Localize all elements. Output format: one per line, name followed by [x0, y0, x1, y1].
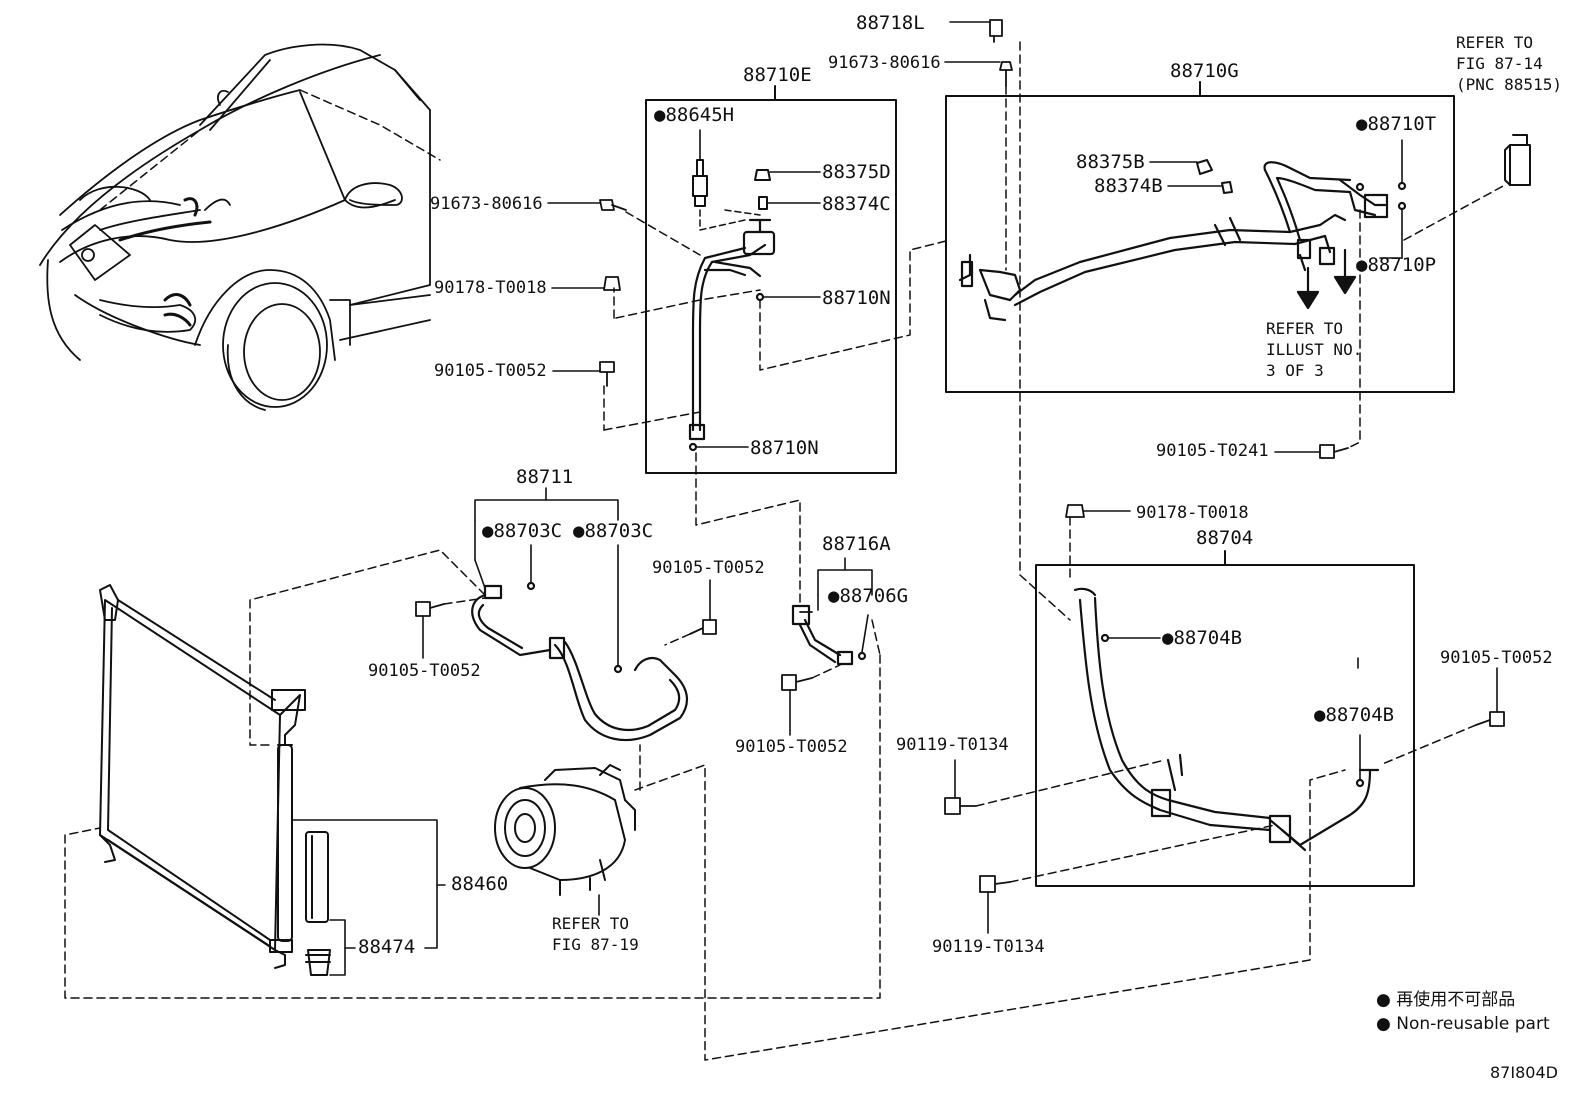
label-88710P: ●88710P	[1356, 254, 1437, 276]
part-88710G-tube	[958, 161, 1407, 322]
part-88645H-switch	[692, 159, 708, 207]
label-88460: 88460	[451, 873, 509, 895]
label-90105-T0241: 90105-T0241	[1156, 441, 1269, 461]
bolt-90105-T0241	[1319, 444, 1349, 459]
label-90105-b: 90105-T0052	[368, 661, 481, 681]
label-88704B-b: ●88704B	[1314, 704, 1395, 726]
label-88711: 88711	[516, 466, 574, 488]
part-88460-condenser	[99, 584, 306, 969]
box-88710E	[645, 99, 897, 474]
label-88704B-a: ●88704B	[1162, 627, 1243, 649]
leader-lines	[291, 21, 1498, 976]
assembly-boxes	[645, 81, 1455, 887]
label-88374C: 88374C	[822, 193, 891, 215]
box-88710G	[945, 95, 1455, 393]
label-90119-a: 90119-T0134	[896, 735, 1009, 755]
label-91673-top: 91673-80616	[828, 53, 941, 73]
fasteners	[415, 19, 1505, 893]
part-cap-88375D	[754, 169, 771, 181]
label-88710E: 88710E	[743, 64, 812, 86]
bolt-90119-b	[979, 875, 1011, 893]
part-cap-88375B	[1196, 159, 1213, 175]
label-90105-c: 90105-T0052	[652, 558, 765, 578]
label-90119-b: 90119-T0134	[932, 937, 1045, 957]
label-88703C-a: ●88703C	[482, 520, 563, 542]
part-compressor	[494, 764, 636, 896]
label-91673-side: 91673-80616	[430, 194, 543, 214]
part-88474-filter	[305, 831, 331, 976]
part-88710E-tube	[688, 218, 776, 452]
bolt-90105-a	[599, 361, 615, 387]
label-88704: 88704	[1196, 527, 1254, 549]
vehicle-leader-lines	[99, 89, 441, 211]
label-90105-a: 90105-T0052	[434, 361, 547, 381]
part-88704-hose	[1073, 587, 1380, 852]
label-88645H: ●88645H	[654, 104, 735, 126]
note-refer-fig-87-14: REFER TO FIG 87-14 (PNC 88515)	[1456, 33, 1562, 94]
bolt-90119-a	[944, 797, 977, 815]
label-90105-d: 90105-T0052	[735, 737, 848, 757]
bolt-91673-top	[999, 61, 1013, 87]
legend-non-reusable: ● Non-reusable part	[1376, 1014, 1550, 1034]
label-88718L: 88718L	[856, 12, 925, 34]
label-88474: 88474	[358, 936, 416, 958]
bolt-90105-e	[1475, 711, 1505, 727]
internal-dashes	[699, 209, 761, 231]
part-88716A-tube	[791, 604, 867, 666]
clip-88718L	[989, 19, 1003, 43]
label-88710T: ●88710T	[1356, 113, 1437, 135]
bolt-90105-b	[415, 601, 445, 617]
part-88515-sight-glass	[1504, 134, 1531, 186]
nut-90178-a	[603, 276, 621, 291]
label-88710N-b: 88710N	[750, 437, 819, 459]
legend-japanese: ● 再使用不可部品	[1376, 990, 1516, 1010]
label-90178-a: 90178-T0018	[434, 278, 547, 298]
label-88710N-a: 88710N	[822, 287, 891, 309]
bolt-90105-c	[689, 619, 717, 635]
figure-code: 87I804D	[1490, 1063, 1558, 1082]
part-valve-88374B	[1221, 181, 1233, 194]
part-88711-hose	[471, 581, 688, 742]
label-88375D: 88375D	[822, 161, 891, 183]
part-valve-88374C	[758, 196, 768, 210]
nut-90178-b	[1065, 504, 1085, 518]
bolt-91673-side	[599, 199, 627, 211]
label-88703C-b: ●88703C	[573, 520, 654, 542]
refer-arrows	[1296, 248, 1357, 310]
label-88706G: ●88706G	[828, 585, 909, 607]
reference-lines	[64, 41, 1506, 1061]
note-refer-illust: REFER TO ILLUST NO. 3 OF 3	[1266, 319, 1363, 380]
label-88716A: 88716A	[822, 533, 891, 555]
vehicle-illustration	[39, 43, 431, 411]
note-refer-fig-87-19: REFER TO FIG 87-19	[552, 914, 639, 954]
label-88710G: 88710G	[1170, 60, 1239, 82]
label-90105-e: 90105-T0052	[1440, 648, 1553, 668]
label-88374B: 88374B	[1094, 175, 1163, 197]
label-88375B: 88375B	[1076, 151, 1145, 173]
label-90178-b: 90178-T0018	[1136, 503, 1249, 523]
bolt-90105-d	[781, 674, 813, 691]
